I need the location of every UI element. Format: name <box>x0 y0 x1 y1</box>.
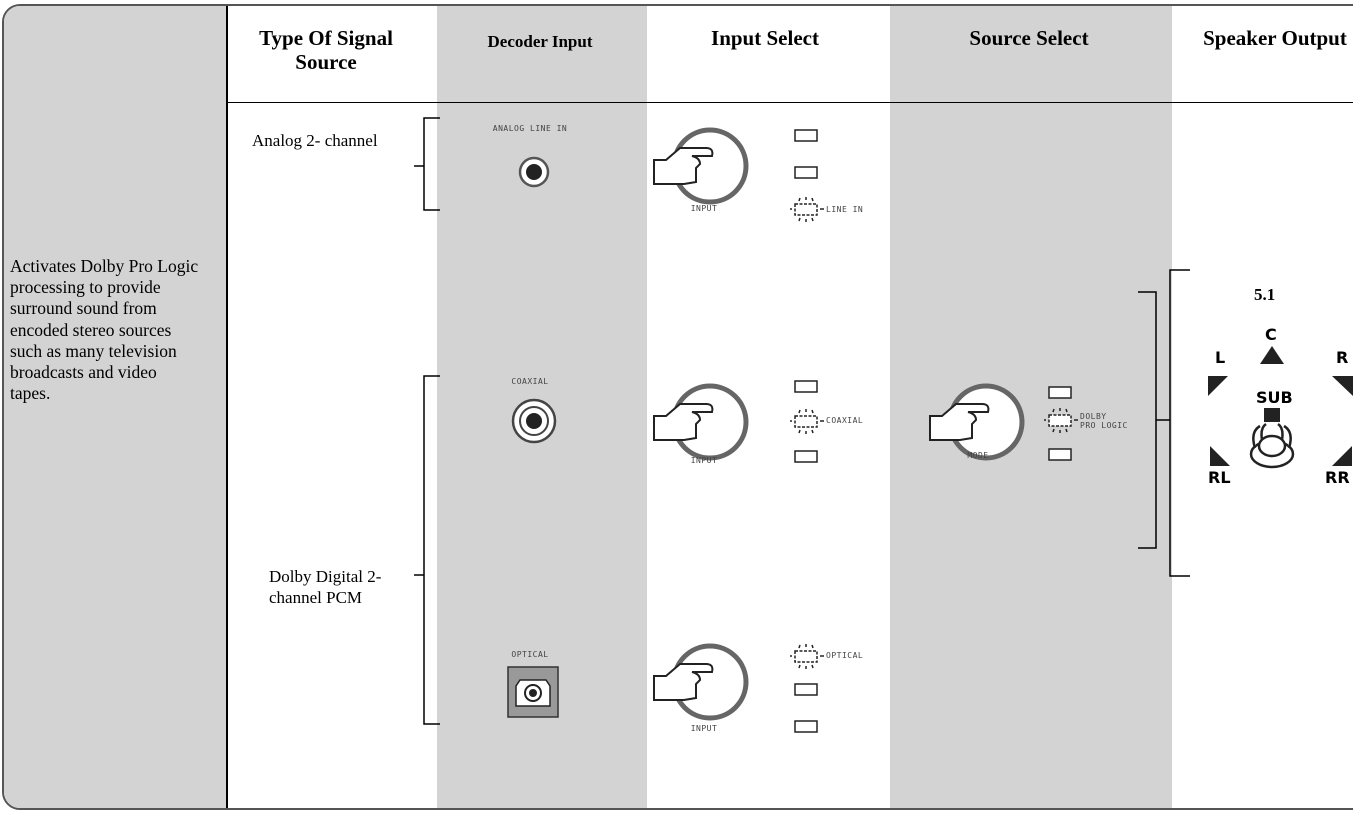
line-in-indicator-label: LINE IN <box>826 205 864 214</box>
header-input-select: Input Select <box>711 26 819 50</box>
sub-speaker-label: SUB <box>1256 388 1293 407</box>
right-speaker-icon <box>1332 376 1353 396</box>
coaxial-indicator-label: COAXIAL <box>826 416 864 425</box>
mode-button-icon[interactable] <box>928 382 1028 474</box>
speaker-config: 5.1 <box>1254 285 1276 304</box>
analog-jack-icon <box>518 156 550 188</box>
input-button-label: INPUT <box>690 456 718 465</box>
header-decoder-input: Decoder Input <box>487 32 593 51</box>
optical-indicators <box>790 644 824 733</box>
header-source-select: Source Select <box>969 26 1089 50</box>
pro-logic-line1: DOLBY <box>1080 412 1107 421</box>
line-in-indicators <box>790 129 824 222</box>
speaker-brackets <box>1138 269 1190 577</box>
center-speaker-label: C <box>1265 325 1277 344</box>
optical-indicator-label: OPTICAL <box>826 651 864 660</box>
analog-line-in-label: ANALOG LINE IN <box>492 124 568 133</box>
input-button-icon[interactable] <box>652 382 752 474</box>
coaxial-jack-icon <box>511 398 557 444</box>
optical-jack-icon <box>507 666 559 718</box>
pro-logic-indicator-label: DOLBY PRO LOGIC <box>1080 412 1150 430</box>
mode-description: Activates Dolby Pro Logic processing to … <box>10 256 199 404</box>
input-button-label: INPUT <box>690 204 718 213</box>
subwoofer-icon <box>1264 408 1280 422</box>
listener-icon <box>1249 422 1295 469</box>
header-speaker-output: Speaker Output <box>1203 26 1347 50</box>
coaxial-indicators <box>790 380 824 463</box>
pro-logic-indicators <box>1044 386 1078 461</box>
pro-logic-line2: PRO LOGIC <box>1080 421 1128 430</box>
left-speaker-icon <box>1208 376 1228 396</box>
input-button-label: INPUT <box>690 724 718 733</box>
signal-brackets <box>414 117 440 725</box>
coaxial-label: COAXIAL <box>511 377 549 386</box>
header-signal-source: Type Of Signal Source <box>259 26 393 74</box>
table-frame <box>2 4 1353 810</box>
column-divider <box>226 6 228 808</box>
header-divider <box>226 102 1353 103</box>
input-button-icon[interactable] <box>652 642 752 734</box>
rear-left-speaker-icon <box>1210 446 1230 466</box>
rear-right-speaker-label: RR <box>1325 468 1350 487</box>
rear-left-speaker-label: RL <box>1208 468 1231 487</box>
mode-button-label: MODE <box>967 451 989 460</box>
left-speaker-label: L <box>1215 348 1226 367</box>
input-button-icon[interactable] <box>652 126 752 218</box>
center-speaker-icon <box>1260 346 1284 364</box>
right-speaker-label: R <box>1336 348 1349 367</box>
signal-source-digital: Dolby Digital 2-channel PCM <box>269 567 382 607</box>
description-column <box>4 6 226 808</box>
optical-label: OPTICAL <box>511 650 549 659</box>
source-select-column <box>890 6 1172 808</box>
speaker-layout-icon <box>1208 346 1353 469</box>
rear-right-speaker-icon <box>1332 446 1352 466</box>
signal-source-analog: Analog 2- channel <box>252 131 378 150</box>
